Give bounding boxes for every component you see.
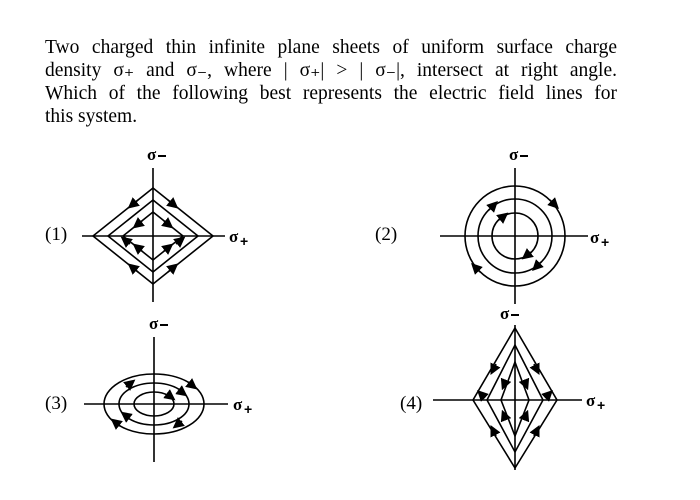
field-arrow [532, 259, 544, 271]
question-line-4: this system. [45, 106, 138, 127]
plus-sign: + [597, 397, 605, 413]
sigma-plus-label: σ [233, 395, 243, 414]
field-arrow [110, 418, 123, 430]
field-arrow [127, 263, 140, 275]
sigma-plus-label: σ [229, 227, 239, 246]
field-arrow [496, 212, 509, 224]
field-arrow [521, 248, 534, 260]
question-text: Two charged thin infinite plane sheets o… [45, 36, 617, 128]
field-line-middle [118, 382, 190, 426]
option-1-diagram [82, 168, 225, 302]
field-line-outer [464, 185, 566, 287]
field-arrow [172, 417, 185, 429]
field-arrow [490, 362, 501, 376]
option-3-diagram [84, 337, 228, 462]
field-arrow [127, 197, 140, 209]
field-arrow [161, 217, 174, 229]
field-arrow [477, 390, 489, 402]
plus-sign: + [601, 234, 609, 250]
field-arrow [132, 243, 145, 255]
field-arrow [529, 362, 540, 376]
field-arrow [547, 197, 559, 209]
field-line-middle [477, 198, 553, 274]
field-line-inner [133, 391, 175, 417]
option-1-label[interactable]: (1) [45, 224, 68, 245]
field-arrow [541, 390, 553, 402]
field-arrow [166, 263, 179, 275]
field-arrow [132, 217, 145, 229]
field-line-middle [486, 343, 544, 454]
field-arrow [123, 379, 136, 391]
field-arrow [518, 409, 530, 423]
option-2-label[interactable]: (2) [375, 224, 398, 245]
option-2-diagram [440, 168, 588, 304]
option-3-label[interactable]: (3) [45, 393, 68, 414]
field-line-outer [91, 186, 215, 286]
field-arrow [166, 197, 179, 209]
option-4-diagram [433, 325, 582, 470]
field-line-outer [103, 373, 205, 435]
field-arrow [173, 236, 186, 248]
field-arrow [500, 377, 512, 391]
option-4-label[interactable]: (4) [400, 393, 423, 414]
question-line-1: Two charged thin infinite plane sheets o… [45, 37, 617, 58]
field-arrow [120, 411, 133, 423]
field-arrow [486, 201, 498, 213]
question-line-3: Which of the following best represents t… [45, 83, 617, 104]
field-arrow [471, 263, 483, 275]
plus-sign: + [240, 233, 248, 249]
field-line-outer [472, 326, 558, 470]
sigma-minus-label: σ [509, 145, 519, 164]
sigma-minus-label: σ [500, 304, 510, 323]
field-arrow [161, 243, 174, 255]
field-arrow [500, 409, 512, 423]
sigma-plus-label: σ [590, 228, 600, 247]
field-line-inner [491, 212, 539, 260]
sigma-minus-label: σ [147, 145, 157, 164]
field-arrow [163, 389, 176, 401]
plus-sign: + [244, 401, 252, 417]
field-arrow [120, 236, 133, 248]
field-arrow [529, 424, 540, 438]
field-arrow [490, 424, 501, 438]
sigma-minus-label: σ [149, 314, 159, 333]
sigma-plus-label: σ [586, 391, 596, 410]
field-arrow [185, 378, 198, 390]
field-line-middle [106, 198, 200, 274]
question-line-2: density σ₊ and σ₋, where | σ₊| > | σ₋|, … [45, 60, 617, 81]
field-arrow [518, 377, 530, 391]
field-arrow [175, 385, 188, 397]
